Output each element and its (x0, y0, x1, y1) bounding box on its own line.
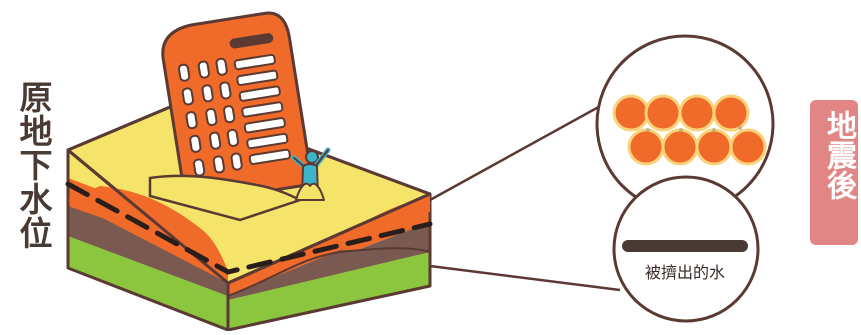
left-face-green (68, 236, 228, 330)
sinking-person (291, 147, 331, 201)
after-earthquake-badge: 地震後 (810, 100, 858, 245)
zoom-circle-water (612, 175, 760, 323)
squeezed-water-bar (622, 240, 748, 252)
left-face-brown (68, 206, 228, 300)
groundwater-level-line (65, 181, 433, 275)
zoom-circle-grains (595, 34, 775, 214)
tilted-building (161, 11, 315, 206)
squeezed-water-caption: 被擠出的水 (644, 263, 725, 282)
mud-patch-left (68, 186, 228, 283)
mud-patch-right (350, 196, 430, 240)
after-earthquake-text: 地震後 (821, 110, 856, 200)
right-face-green (228, 252, 430, 330)
right-face-brown2 (228, 250, 430, 300)
callout-connectors (429, 102, 621, 292)
original-groundwater-label: 原地下水位 (14, 80, 53, 250)
